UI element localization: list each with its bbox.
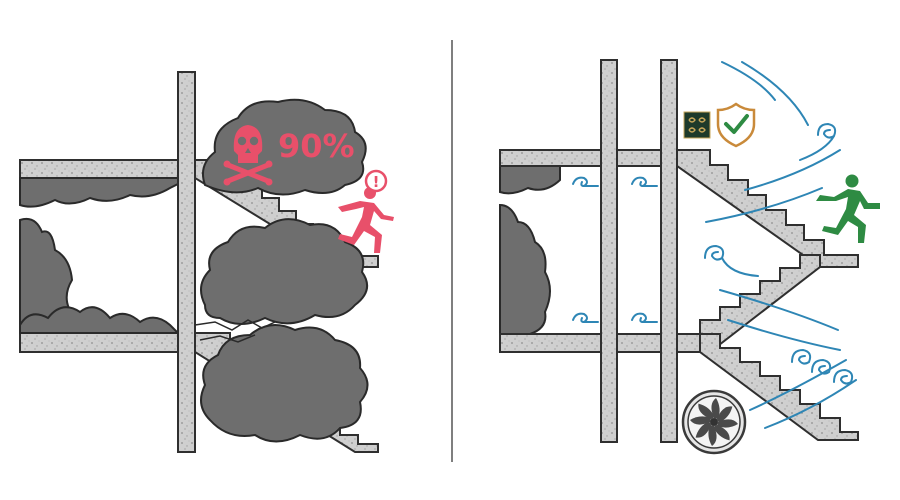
airflow-line-4 bbox=[719, 289, 841, 351]
bottom-smoke-cloud bbox=[200, 324, 369, 443]
swirl-5 bbox=[799, 122, 837, 161]
room-smoke-upper-right bbox=[499, 165, 561, 195]
swirl-3 bbox=[572, 312, 599, 324]
swirl-7 bbox=[791, 348, 812, 365]
swirl-2 bbox=[631, 176, 658, 188]
smoke-concentration-label: 90% bbox=[278, 127, 355, 165]
crack-lines bbox=[194, 319, 276, 343]
airflow-swirl-icons bbox=[572, 122, 854, 385]
certification-badge-icon bbox=[683, 111, 711, 139]
upper-floor-slab bbox=[19, 159, 196, 179]
shield-check-icon bbox=[716, 102, 756, 148]
swirl-1 bbox=[572, 176, 599, 188]
skull-crossbones-icon bbox=[223, 125, 273, 186]
structural-column-2 bbox=[660, 59, 678, 443]
airflow-line-3 bbox=[705, 149, 841, 223]
ventilation-fan-icon bbox=[681, 389, 747, 455]
swirl-4 bbox=[631, 312, 658, 324]
room-smoke-upper bbox=[19, 177, 191, 208]
right-panel-pressurized-stairwell bbox=[499, 59, 880, 455]
airflow-line-1 bbox=[741, 61, 809, 126]
airflow-line-5 bbox=[749, 359, 857, 429]
swirl-9 bbox=[833, 368, 854, 385]
room-smoke-left-right bbox=[499, 203, 551, 335]
left-panel-smoke-filled-stairwell: 90% ! bbox=[19, 71, 394, 453]
lower-floor-slab bbox=[19, 332, 196, 353]
running-person-icon-safe bbox=[816, 174, 880, 243]
lower-stair-flight-right bbox=[699, 333, 859, 441]
swirl-6 bbox=[704, 244, 759, 277]
upper-stair-flight-right bbox=[676, 149, 859, 268]
warning-symbol: ! bbox=[373, 173, 380, 191]
structural-column-1 bbox=[600, 59, 618, 443]
room-smoke-floor bbox=[19, 306, 181, 334]
structural-column bbox=[177, 71, 196, 453]
mid-smoke-cloud bbox=[200, 218, 369, 325]
warning-icon: ! bbox=[364, 169, 388, 193]
swirl-8 bbox=[811, 358, 832, 375]
airflow-line-2 bbox=[721, 61, 776, 101]
room-smoke-left bbox=[19, 217, 77, 335]
